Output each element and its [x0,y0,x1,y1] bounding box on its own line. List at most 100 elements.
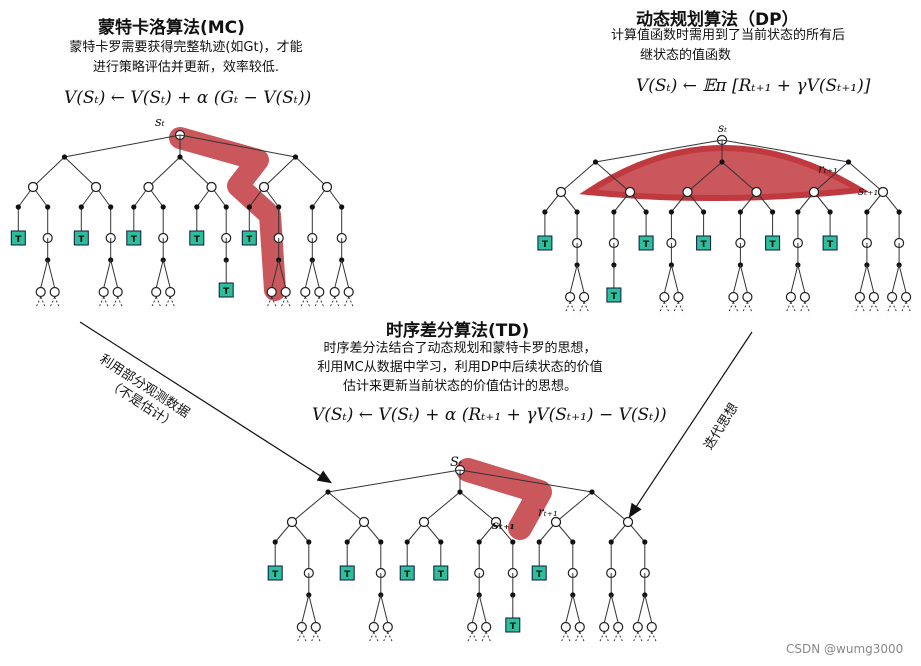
state-node [751,186,762,198]
tree-edge [905,301,912,314]
action-node [276,204,282,210]
tree-edge [591,491,629,523]
terminal-label: T [542,240,549,250]
state-node [490,516,502,528]
tree-edge [565,594,574,624]
state-node [877,186,889,198]
tree-edge [40,259,49,289]
state-node [742,291,753,303]
tree-edge [651,631,658,644]
tree-edge [329,296,336,309]
terminal-label: T [536,570,543,580]
terminal-node [189,230,205,246]
state-node [622,516,634,528]
action-node [309,204,315,210]
dp-highlight [579,145,870,202]
td-title: 时序差分算法(TD) [386,321,530,341]
state-node [808,186,820,198]
terminal-label: T [194,235,201,245]
state-node [112,286,123,298]
tree-edge [644,594,653,624]
action-node [719,159,725,165]
terminal-label: T [223,287,230,297]
state-node [578,291,590,303]
action-node [510,539,516,545]
tree-edge [40,296,47,309]
tree-edge [327,469,461,493]
tree-edge [164,296,171,309]
terminal-node [822,235,838,251]
tree-edge [148,156,181,188]
tree-edge [804,301,811,314]
action-node [770,209,776,215]
tree-edge [373,631,380,644]
tree-edge [595,161,631,193]
tree-edge [169,296,176,309]
action-node [668,209,675,215]
tree-edge [334,259,343,289]
tree-edge [746,301,753,314]
tree-edge [672,301,679,314]
state-node [555,186,567,198]
action-node [611,209,617,215]
tree-edge [271,259,280,289]
tree-edge [732,264,741,294]
mc-formula: V(Sₜ) ← V(Sₜ) + α (Gₜ − V(Sₜ)) [64,88,312,108]
state-node [481,621,492,633]
state-node [382,621,393,633]
state-node [886,291,898,303]
action-node [160,204,166,210]
action-node [45,204,51,210]
dp-reward-label: rₜ₊₁ [818,162,838,176]
tree-edge [327,491,365,523]
action-node [292,154,299,160]
td-root-label: Sₜ [450,455,463,470]
dp-next-state-label: sₜ₊₁ [858,184,879,198]
action-node [272,539,278,545]
terminal-label: T [15,235,22,245]
tree-edge [595,139,723,163]
tree-edge [348,296,355,309]
terminal-label: T [770,240,777,250]
tree-edge [578,301,585,314]
action-node [827,209,833,215]
td-description-line3: 估计来更新当前状态的价值估计的思想。 [342,379,577,394]
tree-edge [900,301,907,314]
tree-edge [813,161,849,193]
state-node [49,286,60,298]
action-node [896,209,902,215]
state-node [799,291,811,303]
tree-edge [341,259,350,289]
tree-edge [285,296,292,309]
terminal-label: T [510,622,517,632]
tree-edge [721,139,849,163]
terminal-label: T [643,240,650,250]
state-node [868,291,880,303]
tree-edge [296,631,303,644]
tree-edge [311,259,320,289]
tree-edge [663,264,672,294]
tree-edge [291,491,329,523]
state-node [143,181,154,193]
tree-edge [64,134,181,158]
tree-edge [574,631,581,644]
tree-edge [155,259,164,289]
tree-edge [658,301,665,314]
tree-edge [315,631,322,644]
terminal-label: T [827,240,834,250]
tree-edge [162,259,171,289]
tree-edge [179,156,212,188]
action-node [246,204,252,210]
tree-edge [295,156,328,188]
action-node [223,204,229,210]
arrow-dp-to-td [628,331,753,519]
tree-edge [646,631,653,644]
state-node [206,181,217,193]
tree-edge [368,631,375,644]
state-node [343,286,354,298]
action-node [378,539,384,545]
tree-edge [598,631,605,644]
action-node [845,159,852,165]
